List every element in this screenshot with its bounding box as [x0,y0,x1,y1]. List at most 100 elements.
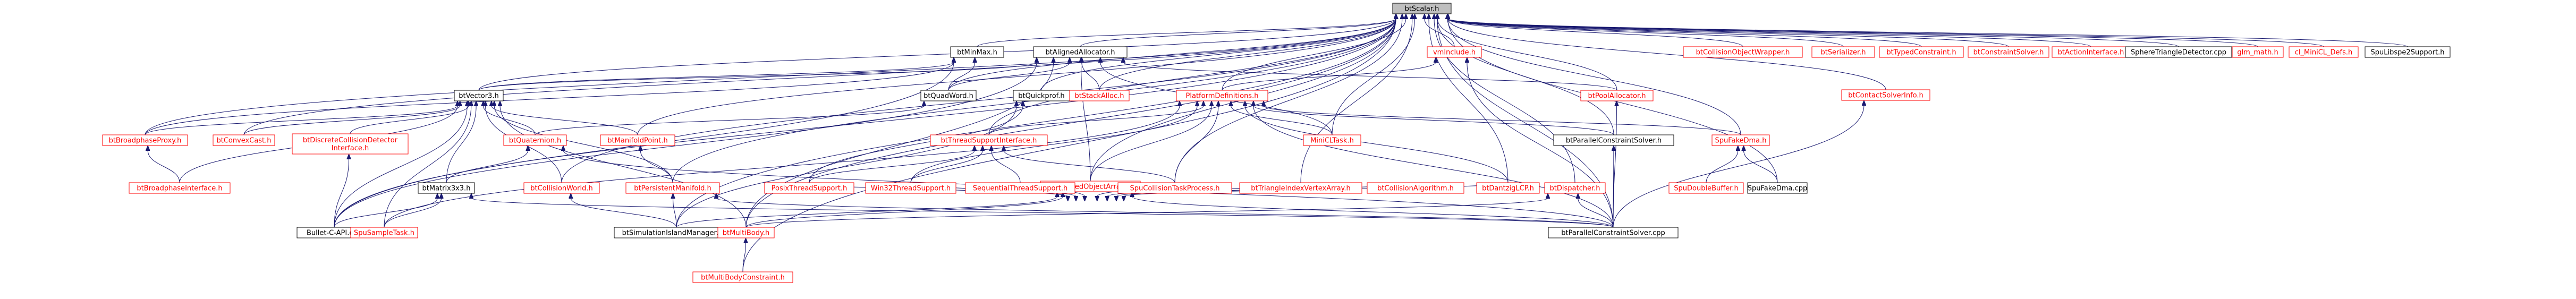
edge-bt-vector3-to-bt-convex-cast [243,106,460,135]
node-platform-definitions[interactable]: PlatformDefinitions.h [1176,90,1268,101]
node-bt-convex-cast[interactable]: btConvexCast.h [213,134,275,146]
edge-bt-broadphase-proxy-to-bt-broadphase-interface [148,150,180,183]
node-bt-manifold-point-label: btManifoldPoint.h [607,137,667,145]
node-bt-action-interface-label: btActionInterface.h [2058,49,2124,57]
edge-platform-definitions-to-mini-cltask [1231,106,1333,135]
node-bt-constraint-solver-label: btConstraintSolver.h [1973,49,2044,57]
node-spu-fake-dma-h-label: SpuFakeDma.h [1715,137,1766,145]
node-bullet-c-api-label: Bullet-C-API.cpp [307,229,362,237]
node-spu-collision-task-process[interactable]: SpuCollisionTaskProcess.h [1117,182,1232,194]
node-bt-broadphase-interface[interactable]: btBroadphaseInterface.h [129,182,231,194]
node-spu-double-buffer[interactable]: SpuDoubleBuffer.h [1668,182,1744,194]
edge-platform-definitions-to-win32-thread-support [910,106,1197,183]
node-spu-double-buffer-label: SpuDoubleBuffer.h [1674,185,1738,193]
node-bt-pool-allocator[interactable]: btPoolAllocator.h [1580,90,1654,101]
edge-bt-aligned-object-array-to-bt-multi-body [745,197,1063,228]
node-bt-parallel-constraint-solver-cpp-label: btParallelConstraintSolver.cpp [1561,229,1665,237]
node-bt-dantzig-lcp[interactable]: btDantzigLCP.h [1476,182,1540,194]
edge-platform-definitions-to-spu-fake-dma-h [1264,106,1741,135]
node-bt-persistent-manifold[interactable]: btPersistentManifold.h [625,182,720,194]
node-bt-manifold-point[interactable]: btManifoldPoint.h [600,134,675,146]
node-spu-fake-dma-h[interactable]: SpuFakeDma.h [1711,134,1770,146]
edge-platform-definitions-to-bt-parallel-constraint-solver-cpp [1253,106,1614,228]
node-bt-typed-constraint-label: btTypedConstraint.h [1886,49,1956,57]
edge-bt-matrix3x3-to-bullet-c-api [334,198,437,228]
node-bt-serializer[interactable]: btSerializer.h [1811,46,1875,58]
edge-bt-vector3-to-bt-broadphase-proxy [145,106,457,135]
edge-bt-vector3-to-bullet-c-api [334,106,467,228]
node-cl-mini-cl-defs[interactable]: cl_MiniCL_Defs.h [2289,46,2359,58]
node-bt-parallel-constraint-solver-cpp[interactable]: btParallelConstraintSolver.cpp [1548,227,1679,238]
node-spu-libspe2-support[interactable]: SpuLibspe2Support.h [2365,46,2451,58]
node-vm-include-label: vmInclude.h [1433,49,1476,57]
edge-bt-persistent-manifold-to-bt-simulation-island-manager [673,198,677,228]
node-bt-broadphase-proxy[interactable]: btBroadphaseProxy.h [102,134,188,146]
edge-platform-definitions-to-bt-aligned-object-array [1090,106,1211,182]
node-bt-dispatcher-label: btDispatcher.h [1550,185,1600,193]
node-sequential-thread-support[interactable]: SequentialThreadSupport.h [965,182,1075,194]
node-bt-action-interface[interactable]: btActionInterface.h [2052,46,2130,58]
node-bt-quad-word[interactable]: btQuadWord.h [920,90,977,101]
edge-root-to-mini-cltask [1332,19,1414,135]
edge-root-to-bt-action-interface [1448,19,2091,47]
edge-bt-vector3-to-bt-multi-body [500,106,747,228]
node-bt-simulation-island-manager[interactable]: btSimulationIslandManager.cpp [614,227,739,238]
node-bt-typed-constraint[interactable]: btTypedConstraint.h [1879,46,1964,58]
node-bt-collision-object-wrapper[interactable]: btCollisionObjectWrapper.h [1683,46,1803,58]
node-bt-vector3[interactable]: btVector3.h [454,90,504,101]
node-glm-math[interactable]: glm_math.h [2232,46,2284,58]
node-spu-fake-dma-cpp[interactable]: SpuFakeDma.cpp [1747,182,1808,194]
node-spu-sample-task[interactable]: SpuSampleTask.h [350,227,418,238]
node-root[interactable]: btScalar.h [1392,3,1452,14]
node-bt-min-max[interactable]: btMinMax.h [950,46,1004,58]
node-mini-cltask[interactable]: MiniCLTask.h [1303,134,1361,146]
node-bt-multi-body-constraint[interactable]: btMultiBodyConstraint.h [692,271,793,283]
edge-bt-thread-support-interface-to-spu-collision-task-process [1004,150,1175,183]
edge-root-to-sphere-triangle-detector [1448,19,2179,47]
node-mini-cltask-label: MiniCLTask.h [1310,137,1354,145]
node-bt-quickprof[interactable]: btQuickprof.h [1013,90,1070,101]
node-bt-stack-alloc[interactable]: btStackAlloc.h [1069,90,1130,101]
node-bt-triangle-index-vertex-array[interactable]: btTriangleIndexVertexArray.h [1239,182,1362,194]
edge-root-to-bt-contact-solver-info [1448,19,1886,90]
edge-root-to-spu-libspe2-support [1448,19,2408,47]
node-bt-collision-world-label: btCollisionWorld.h [530,185,592,193]
edge-bt-vector3-to-bt-matrix3x3 [446,106,476,183]
node-sphere-triangle-detector[interactable]: SphereTriangleDetector.cpp [2125,46,2232,58]
edge-root-to-bt-triangle-index-vertex-array [1300,19,1412,183]
edge-root-to-bt-dispatcher [1434,19,1575,183]
edge-root-to-bt-vector3 [478,19,1396,91]
edge-root-to-spu-collision-task-process [1174,19,1402,183]
edge-root-to-bt-aligned-allocator [1080,19,1396,47]
node-bt-multi-body[interactable]: btMultiBody.h [717,227,775,238]
edge-bt-manifold-point-to-bt-persistent-manifold [640,150,673,183]
edge-bt-dispatcher-to-bt-multi-body [745,198,1548,228]
edge-bt-vector3-to-bt-quaternion [483,106,536,135]
node-bt-contact-solver-info[interactable]: btContactSolverInfo.h [1841,89,1930,101]
node-bt-aligned-allocator[interactable]: btAlignedAllocator.h [1033,46,1128,58]
node-vm-include[interactable]: vmInclude.h [1427,46,1482,58]
node-bt-dispatcher[interactable]: btDispatcher.h [1544,182,1606,194]
node-win32-thread-support[interactable]: Win32ThreadSupport.h [865,182,956,194]
node-bt-thread-support-interface[interactable]: btThreadSupportInterface.h [930,134,1048,146]
edge-root-to-bt-simulation-island-manager [676,19,1396,228]
node-bt-broadphase-proxy-label: btBroadphaseProxy.h [109,137,182,145]
edge-platform-definitions-to-bt-dantzig-lcp [1245,106,1509,183]
edge-bt-thread-support-interface-to-posix-thread-support [809,150,975,183]
edge-bt-min-max-to-bt-broadphase-proxy [145,62,954,135]
edge-spu-fake-dma-h-to-spu-double-buffer [1706,150,1738,183]
edge-bt-quickprof-to-bt-simulation-island-manager [676,106,1016,228]
node-posix-thread-support[interactable]: PosixThreadSupport.h [764,182,854,194]
node-bt-collision-algorithm[interactable]: btCollisionAlgorithm.h [1367,182,1464,194]
node-bt-parallel-constraint-solver-h[interactable]: btParallelConstraintSolver.h [1553,134,1674,146]
node-bt-quaternion[interactable]: btQuaternion.h [503,134,567,146]
node-bt-constraint-solver[interactable]: btConstraintSolver.h [1968,46,2049,58]
edge-bt-collision-world-to-bt-simulation-island-manager [571,198,677,228]
node-root-label: btScalar.h [1405,5,1439,13]
node-bt-matrix3x3[interactable]: btMatrix3x3.h [418,182,475,194]
node-bt-collision-world[interactable]: btCollisionWorld.h [523,182,600,194]
node-bt-collision-algorithm-label: btCollisionAlgorithm.h [1377,185,1454,193]
